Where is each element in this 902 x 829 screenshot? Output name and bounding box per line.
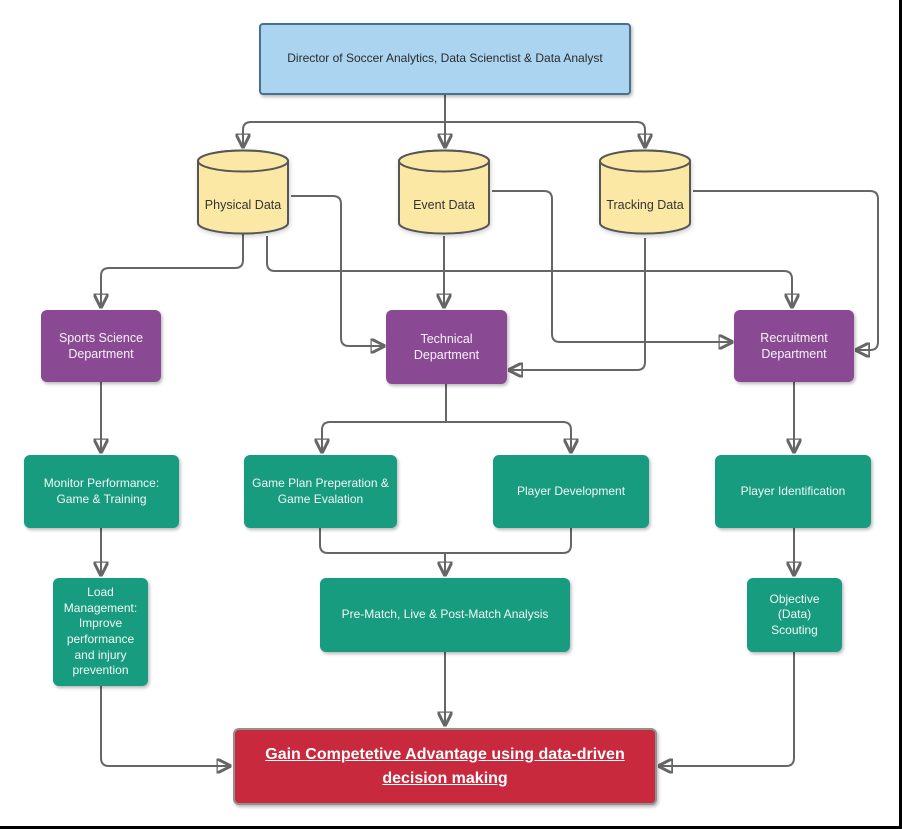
edge-gameplan-to-merge: [319, 528, 445, 554]
node-technical-department: Technical Department: [386, 310, 507, 384]
node-game-plan-label: Game Plan Preperation & Game Evalation: [252, 475, 389, 506]
edge-director-to-physical-and-tracking: [243, 121, 645, 146]
node-player-development-label: Player Development: [516, 483, 626, 498]
cylinder-shape: [599, 149, 691, 235]
node-sports-science-department: Sports Science Department: [41, 310, 161, 382]
node-director-label: Director of Soccer Analytics, Data Scien…: [287, 51, 603, 66]
edge-objective-to-goal: [660, 652, 795, 766]
node-objective-scouting: Objective (Data) Scouting: [747, 578, 842, 652]
node-goal-label: Gain Competetive Advantage using data-dr…: [265, 745, 625, 787]
edge-playerdev-to-merge: [445, 528, 572, 554]
cylinder-tracking-data-label: Tracking Data: [606, 198, 684, 212]
node-load-management: Load Management: Improve performance and…: [53, 578, 148, 686]
node-player-development: Player Development: [493, 455, 649, 528]
edge-load-management-to-goal: [100, 686, 229, 766]
node-match-analysis: Pre-Match, Live & Post-Match Analysis: [320, 578, 570, 652]
node-load-management-label: Load Management: Improve performance and…: [63, 585, 138, 678]
cylinder-physical-data: Physical Data: [195, 148, 291, 236]
edge-tracking-to-technical: [510, 238, 646, 370]
edge-physical-to-recruitment: [266, 236, 792, 306]
cylinder-physical-data-label: Physical Data: [204, 198, 282, 212]
node-player-identification-label: Player Identification: [740, 483, 846, 498]
node-recruitment-label: Recruitment Department: [760, 330, 828, 361]
edge-technical-to-gameplan-and-playerdev: [322, 421, 571, 451]
cylinder-event-data-label: Event Data: [413, 198, 475, 212]
edge-physical-to-sports-science: [101, 234, 244, 306]
node-player-identification: Player Identification: [715, 455, 871, 528]
cylinder-shape: [197, 149, 289, 235]
node-director: Director of Soccer Analytics, Data Scien…: [259, 23, 631, 95]
node-technical-label: Technical Department: [413, 331, 480, 362]
node-monitor-performance-label: Monitor Performance: Game & Training: [43, 475, 160, 506]
cylinder-tracking-data: Tracking Data: [597, 148, 693, 236]
edge-physical-to-technical: [291, 195, 383, 346]
cylinder-shape: [398, 149, 490, 235]
node-recruitment-department: Recruitment Department: [734, 310, 854, 382]
node-sports-science-label: Sports Science Department: [58, 330, 144, 361]
node-monitor-performance: Monitor Performance: Game & Training: [24, 455, 179, 528]
cylinder-event-data: Event Data: [396, 148, 492, 236]
node-objective-scouting-label: Objective (Data) Scouting: [769, 591, 820, 637]
node-match-analysis-label: Pre-Match, Live & Post-Match Analysis: [341, 607, 549, 622]
node-goal: Gain Competetive Advantage using data-dr…: [233, 728, 657, 805]
node-game-plan: Game Plan Preperation & Game Evalation: [244, 455, 397, 528]
